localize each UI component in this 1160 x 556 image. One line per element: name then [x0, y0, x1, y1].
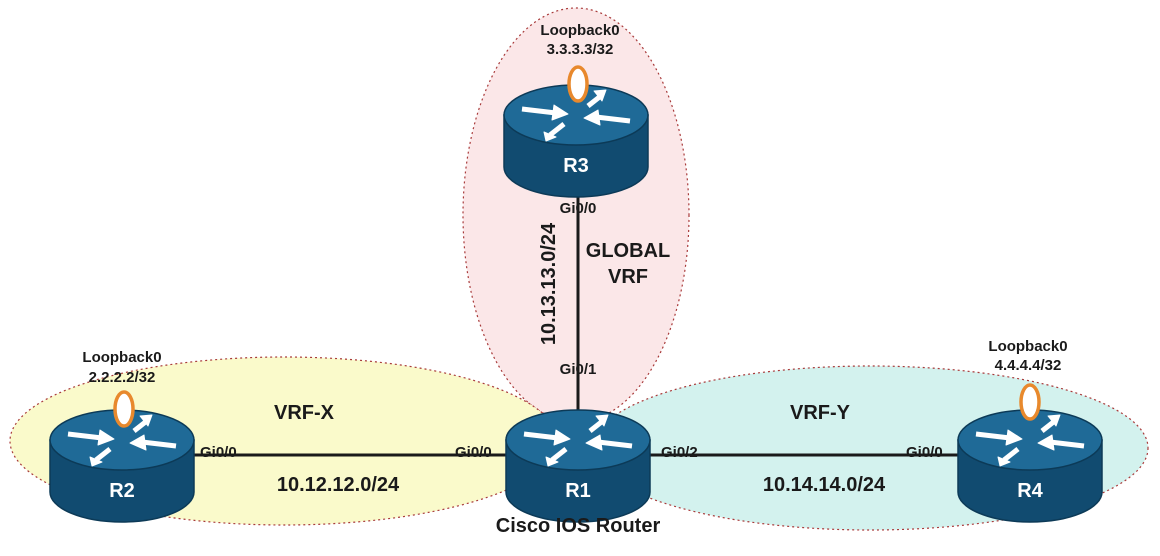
r4-gi00-label: Gi0/0 [906, 444, 943, 461]
global-vrf-label-line2: VRF [608, 266, 648, 288]
router-r2[interactable]: R2 [50, 410, 194, 522]
r4-loopback-icon [1019, 383, 1041, 421]
subnet-r1-r4: 10.14.14.0/24 [763, 474, 886, 496]
subnet-r1-r3: 10.13.13.0/24 [538, 222, 560, 345]
subnet-r1-r2: 10.12.12.0/24 [277, 474, 400, 496]
r1-gi00-label: Gi0/0 [455, 444, 492, 461]
r3-loopback-name: Loopback0 [540, 22, 619, 39]
r2-loopback-name: Loopback0 [82, 349, 161, 366]
vrf-y-label: VRF-Y [790, 402, 851, 424]
router-r1-label: R1 [565, 480, 591, 502]
vrf-x-label: VRF-X [274, 402, 335, 424]
r4-loopback-ip: 4.4.4.4/32 [995, 357, 1062, 374]
r1-caption: Cisco IOS Router [496, 515, 661, 537]
r3-loopback-icon [567, 65, 589, 103]
r4-loopback-name: Loopback0 [988, 338, 1067, 355]
r1-gi01-label: Gi0/1 [560, 361, 597, 378]
router-r1[interactable]: R1 [506, 410, 650, 522]
r2-loopback-icon [113, 390, 135, 428]
router-r4-icon [958, 410, 1102, 522]
r2-gi00-label: Gi0/0 [200, 444, 237, 461]
router-r1-icon [506, 410, 650, 522]
router-r3-label: R3 [563, 155, 589, 177]
r2-loopback-ip: 2.2.2.2/32 [89, 369, 156, 386]
router-r2-label: R2 [109, 480, 135, 502]
r3-gi00-label: Gi0/0 [560, 200, 597, 217]
router-r4-label: R4 [1017, 480, 1043, 502]
r3-loopback-ip: 3.3.3.3/32 [547, 41, 614, 58]
r1-gi02-label: Gi0/2 [661, 444, 698, 461]
router-r4[interactable]: R4 [958, 410, 1102, 522]
router-r3[interactable]: R3 [504, 85, 648, 197]
global-vrf-label-line1: GLOBAL [586, 240, 670, 262]
